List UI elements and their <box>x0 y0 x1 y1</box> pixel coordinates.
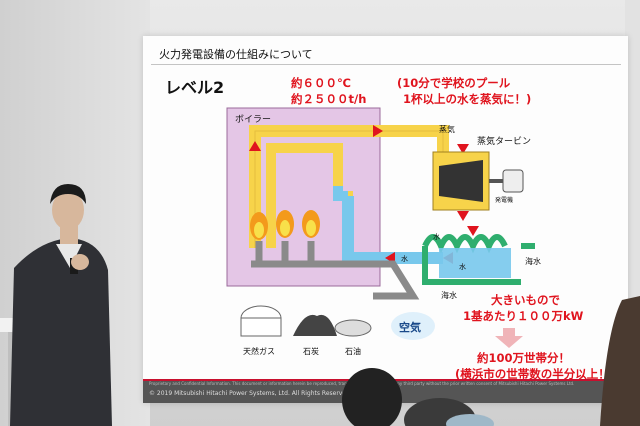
flow-arrow-down-3 <box>467 226 479 236</box>
burner-flames <box>250 210 320 240</box>
households-line2: (横浜市の世帯数の半分以上！) <box>455 367 616 381</box>
water-label-1: 水 <box>401 254 408 263</box>
flow-arrow-down-2 <box>457 211 469 221</box>
fuel-coal-label: 石炭 <box>303 347 319 356</box>
water-label-2: 水 <box>459 262 466 271</box>
flow-arrow-up <box>249 141 261 151</box>
steam-pipe <box>249 125 449 248</box>
water-pipe <box>342 196 443 264</box>
pool-note-line1: (10分で学校のプール <box>397 76 511 90</box>
air-cloud <box>391 312 435 340</box>
fuel-gas-label: 天然ガス <box>243 346 275 356</box>
generator-label: 発電機 <box>495 196 513 204</box>
turbine-label: 蒸気タービン <box>477 135 531 147</box>
households-line1: 約100万世帯分！ <box>477 351 571 365</box>
flow-spec: 約２５００t/h <box>291 92 367 106</box>
generator <box>502 169 524 193</box>
flow-arrow-right <box>373 125 383 137</box>
turbine-rotor <box>439 160 483 202</box>
fuel-oil-label: 石油 <box>345 346 361 356</box>
sea-water-label-2: 海水 <box>441 290 457 300</box>
footer-copyright: © 2019 Mitsubishi Hitachi Power Systems,… <box>149 390 352 397</box>
capacity-line2: 1基あたり１００万kW <box>463 309 584 323</box>
result-arrow <box>495 328 523 348</box>
air-label: 空気 <box>399 320 421 334</box>
temperature-spec: 約６００℃ <box>291 76 351 90</box>
steam-label: 蒸気 <box>439 124 455 134</box>
coal-pile <box>293 314 337 336</box>
level-heading: レベル2 <box>165 78 225 97</box>
boiler-label: ボイラー <box>235 114 271 125</box>
sea-water-label-1: 海水 <box>525 256 541 266</box>
title-divider <box>151 64 621 65</box>
water-label-3: 水 <box>433 232 440 241</box>
pool-note-line2: 1杯以上の水を蒸気に！) <box>403 92 532 106</box>
generator-shaft <box>489 179 503 183</box>
flow-arrow-down-1 <box>457 144 469 154</box>
condenser-coil <box>422 234 508 254</box>
oil-tank <box>334 319 372 337</box>
capacity-line1: 大きいもので <box>491 293 560 307</box>
fuel-pipe <box>251 241 321 268</box>
condenser-water <box>439 248 511 278</box>
slide-title: 火力発電設備の仕組みについて <box>159 48 313 61</box>
power-plant-diagram: ボイラー 蒸気 蒸気タービン 発電機 水 水 水 海水 海水 <box>226 107 541 356</box>
presenter-figure <box>0 184 112 426</box>
